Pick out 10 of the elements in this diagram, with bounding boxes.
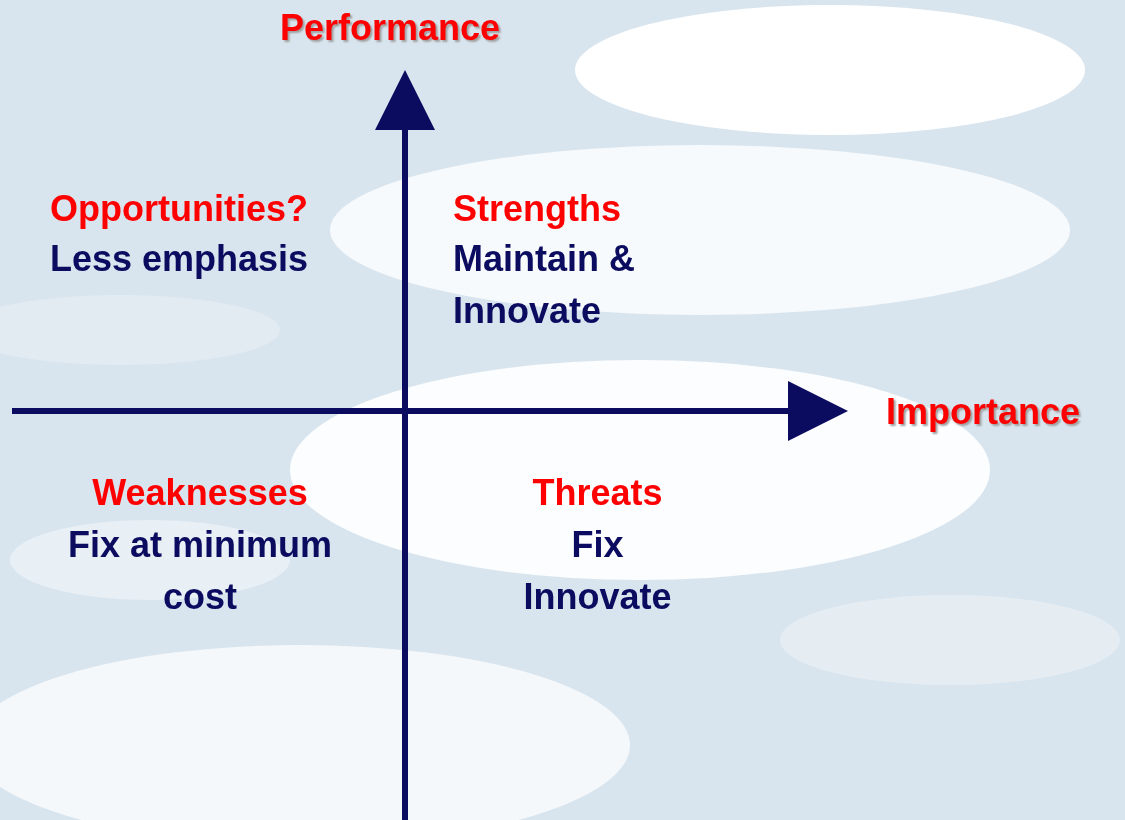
quadrant-text: Fix at minimum cost: [66, 523, 333, 619]
axis-label: Performance: [280, 6, 502, 50]
axis-label: Importance: [886, 390, 1082, 434]
quadrant-text: Less emphasis: [50, 237, 310, 281]
quadrant-text: Fix Innovate: [522, 523, 673, 619]
quadrant-heading: Strengths: [453, 187, 622, 231]
quadrant-heading: Threats: [531, 471, 664, 515]
quadrant-heading: Weaknesses: [91, 471, 309, 515]
quadrant-heading: Opportunities?: [50, 187, 309, 231]
quadrant-text: Maintain & Innovate: [453, 237, 636, 333]
